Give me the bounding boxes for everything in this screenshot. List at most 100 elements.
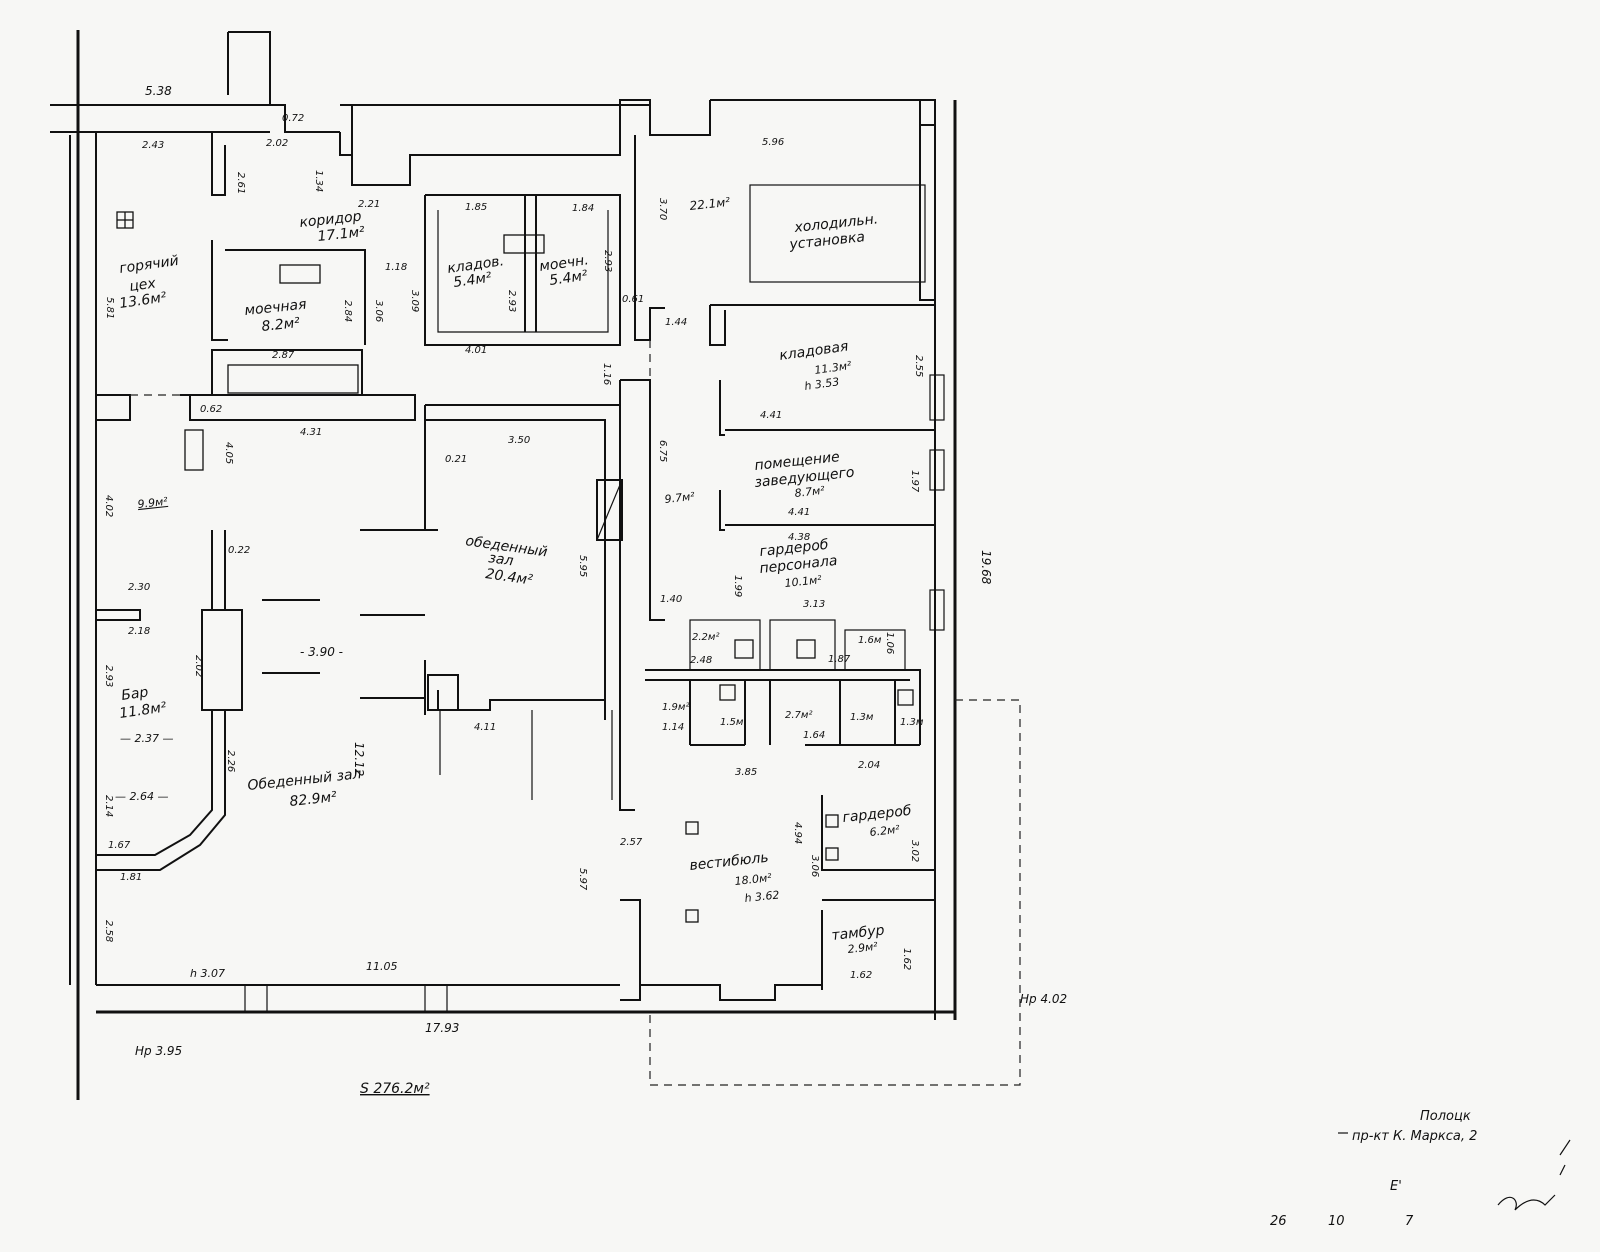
dim-label: 2.84: [342, 300, 353, 322]
dim-label: 2.04: [858, 760, 880, 771]
dim-label: 2.93: [506, 290, 517, 312]
stamp-day: 26: [1270, 1214, 1287, 1229]
dim-label: 1.64: [803, 730, 825, 741]
dim-label: 2.87: [272, 350, 295, 361]
dim-label: 3.85: [735, 767, 757, 778]
dim-label: 1.34: [313, 170, 324, 192]
stamp-address: пр-кт К. Маркса, 2: [1352, 1129, 1477, 1144]
dim-label: 2.57: [620, 837, 643, 848]
corridor-area: 17.1м²: [317, 224, 366, 245]
wc-27-area: 2.7м²: [785, 710, 812, 721]
dim-label: 2.93: [103, 665, 114, 687]
dim-label: 2.58: [103, 920, 114, 942]
dim-label: - 3.90 -: [300, 645, 343, 659]
total-area: S 276.2м²: [360, 1081, 430, 1097]
walls: [50, 30, 1021, 1100]
dim-label: 17.93: [425, 1021, 459, 1035]
wc-22-area: 2.2м²: [692, 632, 719, 643]
dim-label: 0.62: [200, 404, 222, 415]
dimension-labels: 5.38 2.43 2.02 0.72 5.96 2.61 1.34 2.21 …: [103, 84, 1067, 1058]
dim-label: 5.81: [104, 297, 115, 319]
dining-small-name2: зал: [487, 550, 514, 569]
hot-shop-name2: цех: [128, 275, 157, 295]
dim-label: 1.87: [828, 654, 851, 665]
dim-label: h 3.07: [190, 967, 225, 980]
dim-label: 2.26: [225, 750, 236, 772]
dim-label: 5.97: [577, 868, 588, 891]
dim-label: 4.01: [465, 345, 487, 356]
dim-label: 3.13: [803, 599, 825, 610]
dim-label: 0.61: [622, 294, 644, 305]
pantry-small-area: 5.4м²: [452, 270, 493, 291]
refrigeration-area: 22.1м²: [689, 195, 731, 213]
dim-label: 4.94: [792, 822, 803, 844]
dim-label: — 2.64 —: [115, 790, 169, 803]
dim-label: 3.09: [409, 290, 420, 312]
dim-label: 2.93: [602, 250, 613, 272]
dim-label: 1.81: [120, 872, 142, 883]
refrigeration-name2: установка: [788, 229, 866, 253]
wc-16-area: 1.6м: [858, 635, 882, 646]
wc-19-area: 1.9м²: [662, 702, 689, 713]
stamp-year: 7: [1405, 1214, 1414, 1229]
dim-label: 1.44: [665, 317, 687, 328]
dim-label: Нр 3.95: [135, 1044, 182, 1058]
fixtures: [116, 211, 914, 923]
dim-label: 1.99: [732, 575, 743, 597]
bar-area: 11.8м²: [118, 699, 167, 721]
wc-15-area: 1.5м: [720, 717, 744, 728]
dim-label: 1.85: [465, 202, 487, 213]
dim-label: 5.38: [145, 84, 172, 98]
wash1-name: моечная: [244, 297, 308, 319]
dining-small-area: 20.4м²: [484, 566, 533, 588]
dim-label: 4.41: [788, 507, 810, 518]
dim-label: 1.62: [850, 970, 872, 981]
dim-label: 0.72: [282, 113, 304, 124]
dim-label: 12.12: [352, 742, 366, 776]
stamp-city: Полоцк: [1420, 1109, 1471, 1124]
dim-label: 1.40: [660, 594, 682, 605]
bar-name: Бар: [120, 684, 149, 704]
cloakroom-name: гардероб: [842, 803, 913, 826]
dim-label: — 2.37 —: [120, 732, 174, 745]
wc-13-area: 1.3м: [850, 712, 874, 723]
dim-label: 5.96: [762, 137, 784, 148]
wash1-area: 8.2м²: [261, 315, 301, 335]
dim-label: 2.02: [266, 138, 288, 149]
manager-area: 8.7м²: [794, 484, 826, 500]
lobby-area: 18.0м²: [734, 871, 773, 888]
stamp-month: 10: [1328, 1214, 1345, 1229]
dim-label: 4.02: [103, 495, 114, 517]
dim-label: 11.05: [366, 960, 398, 973]
dim-label: 2.21: [358, 199, 380, 210]
dim-label: 1.18: [385, 262, 407, 273]
dim-label: 3.02: [909, 840, 920, 862]
dim-label: 1.62: [901, 948, 912, 970]
pantry-area: 11.3м²: [814, 359, 853, 377]
pantry-small-name: кладов.: [446, 253, 505, 277]
dim-label: 3.06: [373, 300, 384, 322]
dim-label: 2.14: [103, 795, 114, 817]
dim-label: 4.38: [788, 532, 810, 543]
lobby-height: h 3.62: [744, 888, 780, 905]
dim-label: 2.18: [128, 626, 150, 637]
dim-label: 1.84: [572, 203, 594, 214]
wash-small-area: 5.4м²: [548, 268, 589, 289]
wc-13b-area: 1.3м: [900, 717, 924, 728]
dim-label: 0.22: [228, 545, 250, 556]
dim-label: 2.02: [193, 655, 204, 677]
corridor-name: коридор: [299, 209, 363, 231]
dim-label: 19.68: [979, 550, 993, 585]
dim-label: 4.05: [223, 442, 234, 464]
hot-shop-area: 13.6м²: [118, 289, 167, 311]
stamp-mark: Е': [1390, 1179, 1402, 1194]
dim-label: 1.14: [662, 722, 684, 733]
corr-97-area: 9.7м²: [664, 490, 696, 506]
dim-label: 3.06: [809, 855, 820, 877]
dim-label: 1.06: [884, 632, 895, 654]
dining-main-area: 82.9м²: [289, 789, 338, 810]
dim-label: 5.95: [577, 555, 588, 577]
dim-label: 2.61: [235, 172, 246, 194]
dim-label: 3.70: [657, 198, 668, 220]
